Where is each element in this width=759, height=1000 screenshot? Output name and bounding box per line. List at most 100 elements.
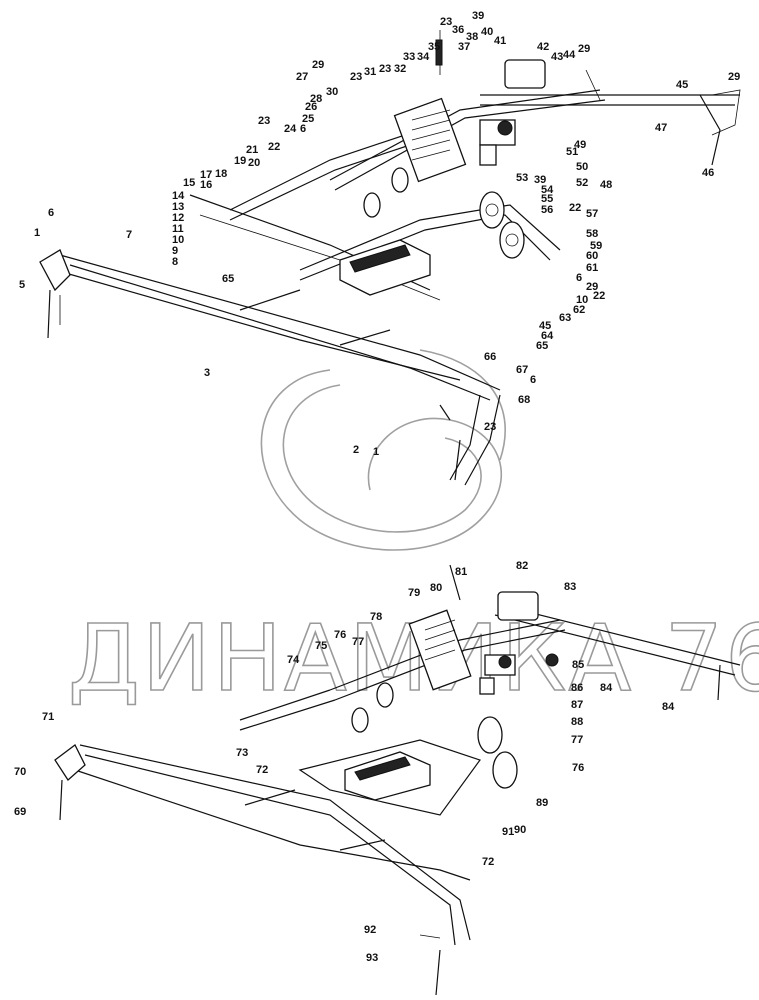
lower-callout-69: 69 bbox=[14, 806, 26, 818]
upper-callout-57: 57 bbox=[586, 208, 598, 220]
upper-callout-37: 37 bbox=[458, 41, 470, 53]
upper-callout-28: 28 bbox=[310, 93, 322, 105]
upper-callout-39: 39 bbox=[534, 174, 546, 186]
upper-callout-68: 68 bbox=[518, 394, 530, 406]
upper-callout-19: 19 bbox=[234, 155, 246, 167]
upper-callout-63: 63 bbox=[559, 312, 571, 324]
lower-callout-87: 87 bbox=[571, 699, 583, 711]
upper-callout-21: 21 bbox=[246, 144, 258, 156]
upper-callout-23: 23 bbox=[440, 16, 452, 28]
upper-callout-47: 47 bbox=[655, 122, 667, 134]
lower-callout-77: 77 bbox=[352, 636, 364, 648]
upper-callout-1: 1 bbox=[34, 227, 40, 239]
upper-callout-29: 29 bbox=[312, 59, 324, 71]
upper-callout-23: 23 bbox=[350, 71, 362, 83]
upper-callout-25: 25 bbox=[302, 113, 314, 125]
upper-callout-35: 35 bbox=[428, 41, 440, 53]
upper-callout-36: 36 bbox=[452, 24, 464, 36]
lower-assembly bbox=[54, 564, 741, 996]
upper-callout-3: 3 bbox=[204, 367, 210, 379]
lower-callout-82: 82 bbox=[516, 560, 528, 572]
lower-callout-84: 84 bbox=[600, 682, 613, 694]
upper-callout-5: 5 bbox=[19, 279, 25, 291]
upper-callout-62: 62 bbox=[573, 304, 585, 316]
lower-callout-72: 72 bbox=[256, 764, 268, 776]
upper-callout-29: 29 bbox=[586, 281, 598, 293]
upper-callout-54: 54 bbox=[541, 184, 554, 196]
upper-callout-53: 53 bbox=[516, 172, 528, 184]
upper-callout-8: 8 bbox=[172, 256, 178, 268]
lower-callout-76: 76 bbox=[572, 762, 584, 774]
upper-callout-27: 27 bbox=[296, 71, 308, 83]
lower-callout-72: 72 bbox=[482, 856, 494, 868]
upper-callout-51: 51 bbox=[566, 146, 578, 158]
upper-callout-1: 1 bbox=[373, 446, 379, 458]
upper-callout-42: 42 bbox=[537, 41, 549, 53]
upper-callout-67: 67 bbox=[516, 364, 528, 376]
upper-callout-22: 22 bbox=[569, 202, 581, 214]
upper-callout-20: 20 bbox=[248, 157, 260, 169]
lower-callout-92: 92 bbox=[364, 924, 376, 936]
upper-callout-43: 43 bbox=[551, 51, 563, 63]
lower-callout-78: 78 bbox=[370, 611, 382, 623]
watermark-logo bbox=[260, 349, 506, 551]
upper-callout-14: 14 bbox=[172, 190, 185, 202]
upper-callout-24: 24 bbox=[284, 123, 297, 135]
lower-callout-70: 70 bbox=[14, 766, 26, 778]
lower-callout-79: 79 bbox=[408, 587, 420, 599]
upper-callout-55: 55 bbox=[541, 193, 553, 205]
upper-callout-13: 13 bbox=[172, 201, 184, 213]
upper-callout-65: 65 bbox=[536, 340, 548, 352]
upper-callout-34: 34 bbox=[417, 51, 430, 63]
lower-callout-74: 74 bbox=[287, 654, 300, 666]
upper-callout-29: 29 bbox=[728, 71, 740, 83]
upper-callout-6: 6 bbox=[300, 123, 306, 135]
upper-callout-6: 6 bbox=[530, 374, 536, 386]
upper-callout-29: 29 bbox=[578, 43, 590, 55]
upper-callout-16: 16 bbox=[200, 179, 212, 191]
upper-callout-33: 33 bbox=[403, 51, 415, 63]
upper-callout-2: 2 bbox=[353, 444, 359, 456]
upper-callout-10: 10 bbox=[172, 234, 184, 246]
lower-callout-90: 90 bbox=[514, 824, 526, 836]
upper-callout-6: 6 bbox=[48, 207, 54, 219]
lower-callout-71: 71 bbox=[42, 711, 54, 723]
lower-callout-91: 91 bbox=[502, 826, 514, 838]
upper-callout-64: 64 bbox=[541, 330, 554, 342]
upper-callout-65: 65 bbox=[222, 273, 234, 285]
lower-callout-93: 93 bbox=[366, 952, 378, 964]
upper-callout-59: 59 bbox=[590, 240, 602, 252]
upper-callout-17: 17 bbox=[200, 169, 212, 181]
upper-callout-50: 50 bbox=[576, 161, 588, 173]
upper-callout-9: 9 bbox=[172, 245, 178, 257]
lower-callout-83: 83 bbox=[564, 581, 576, 593]
lower-callout-89: 89 bbox=[536, 797, 548, 809]
lower-callout-88: 88 bbox=[571, 716, 583, 728]
upper-callout-11: 11 bbox=[172, 223, 184, 235]
lower-callout-75: 75 bbox=[315, 640, 327, 652]
upper-callout-22: 22 bbox=[593, 290, 605, 302]
upper-callout-7: 7 bbox=[126, 229, 132, 241]
upper-callout-52: 52 bbox=[576, 177, 588, 189]
lower-callout-73: 73 bbox=[236, 747, 248, 759]
upper-callout-31: 31 bbox=[364, 66, 376, 78]
upper-callout-18: 18 bbox=[215, 168, 227, 180]
upper-callout-40: 40 bbox=[481, 26, 493, 38]
upper-callout-56: 56 bbox=[541, 204, 553, 216]
lower-callout-84: 84 bbox=[662, 701, 675, 713]
upper-callout-12: 12 bbox=[172, 212, 184, 224]
upper-callout-23: 23 bbox=[258, 115, 270, 127]
upper-callout-15: 15 bbox=[183, 177, 195, 189]
upper-callout-60: 60 bbox=[586, 250, 598, 262]
upper-callout-48: 48 bbox=[600, 179, 612, 191]
upper-callout-38: 38 bbox=[466, 31, 478, 43]
upper-callout-32: 32 bbox=[394, 63, 406, 75]
upper-callout-58: 58 bbox=[586, 228, 598, 240]
lower-callout-86: 86 bbox=[571, 682, 583, 694]
upper-callout-46: 46 bbox=[702, 167, 714, 179]
upper-callout-44: 44 bbox=[563, 49, 576, 61]
upper-callout-26: 26 bbox=[305, 101, 317, 113]
